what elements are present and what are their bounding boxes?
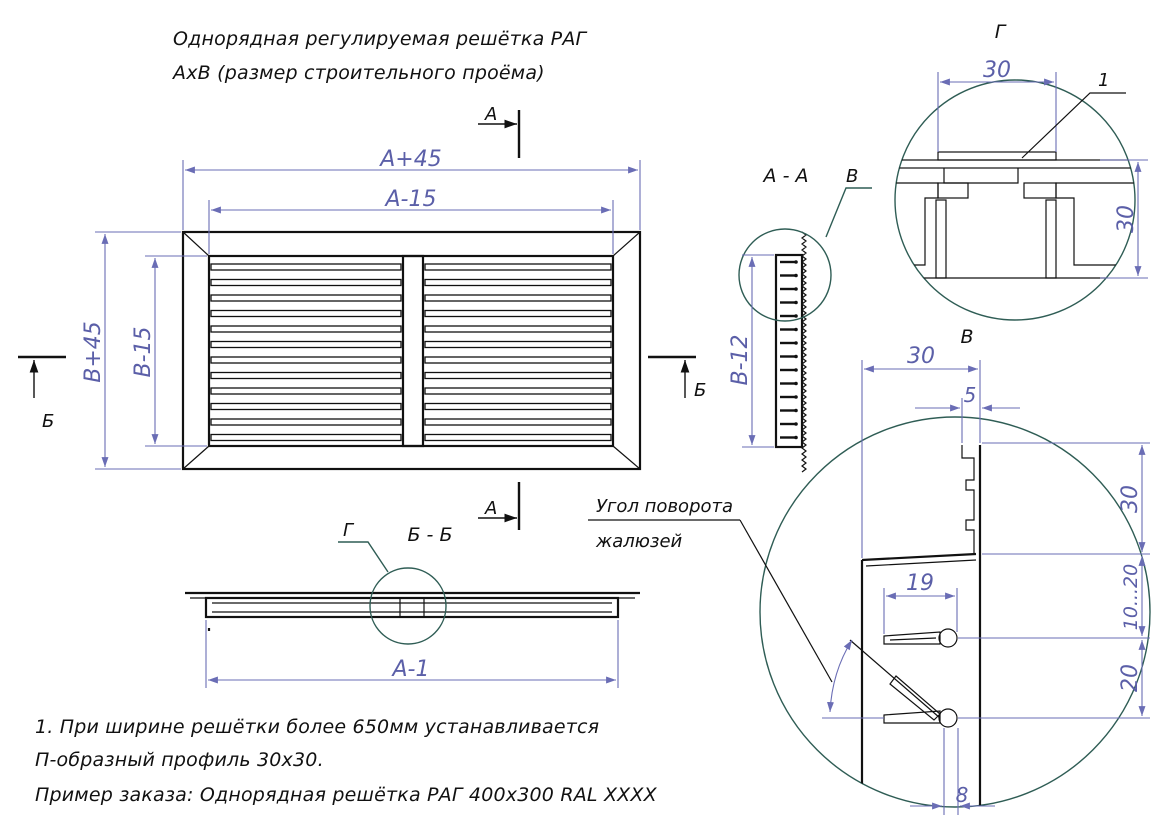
louver-blade — [210, 402, 402, 411]
louver-blade — [424, 433, 612, 442]
louver-blade — [210, 418, 402, 426]
louver-blade — [424, 418, 612, 426]
section-aa-blades — [780, 231, 807, 473]
dim-b-minus-12: В-12 — [728, 334, 753, 385]
louver-blade — [424, 402, 612, 411]
louver-blade — [210, 340, 402, 349]
detail-g-leader-label: 1 — [1098, 70, 1109, 91]
section-serrated-edge — [801, 231, 807, 473]
louver-blade — [424, 278, 612, 287]
section-blade-pivot — [794, 395, 798, 399]
detail-g-view: Г 30 30 1 — [894, 21, 1148, 321]
detail-v-dim-30-right: 30 — [1118, 485, 1143, 513]
grille-inner-frame — [207, 254, 615, 448]
section-blade-pivot — [794, 314, 798, 318]
section-aa-view: А - А В В-12 — [728, 165, 872, 473]
section-blade-pivot — [794, 381, 798, 386]
louver-blade — [210, 325, 402, 333]
dim-a-minus-1: А-1 — [391, 657, 430, 682]
section-a-marker-bottom: А — [484, 498, 497, 519]
section-a-marker-top: А — [484, 104, 497, 125]
section-blade-pivot — [794, 354, 798, 359]
grille-outer-frame — [181, 230, 642, 471]
detail-g-dim-height: 30 — [1114, 205, 1139, 233]
section-bb-title: Б - Б — [407, 524, 452, 546]
louver-blade — [424, 387, 612, 395]
louver-blade — [424, 309, 612, 318]
louver-blades — [210, 263, 612, 442]
callout-v-label: В — [846, 166, 858, 187]
angle-label-line2: жалюзей — [595, 531, 683, 552]
section-blade-pivot — [794, 287, 798, 291]
note-line2: П-образный профиль 30х30. — [35, 749, 324, 771]
louver-blade — [210, 356, 402, 364]
section-blade-pivot — [794, 341, 798, 345]
section-b-marker-left: Б — [42, 411, 54, 432]
drawing-title-line2: АхВ (размер строительного проёма) — [173, 62, 545, 84]
front-view: А+45 А-15 В+45 В-15 А А Б Б — [18, 104, 706, 530]
louver-blade — [424, 325, 612, 333]
dim-outer-width: А+45 — [378, 147, 441, 172]
bottom-view: Б - Б Г А-1 — [185, 520, 640, 688]
section-blade-pivot — [794, 300, 798, 305]
louver-blade — [210, 387, 402, 395]
dim-inner-width: А-15 — [384, 187, 437, 212]
detail-v-callout-circle — [738, 228, 832, 322]
section-b-marker-right: Б — [694, 380, 706, 401]
louver-blade — [210, 371, 402, 380]
detail-v-dim-30-top: 30 — [907, 344, 935, 369]
detail-v-dim-5: 5 — [964, 383, 977, 407]
louver-blade — [210, 309, 402, 318]
louver-blade — [210, 278, 402, 287]
detail-v-dim-19: 19 — [906, 571, 934, 596]
detail-g-circle — [894, 79, 1136, 321]
angle-label-line1: Угол поворота — [596, 496, 733, 517]
section-blade-pivot — [794, 327, 798, 332]
louver-blade — [424, 340, 612, 349]
section-blade-pivot — [794, 368, 798, 372]
detail-v-dim-20: 20 — [1118, 664, 1143, 692]
detail-g-callout-circle — [369, 567, 447, 645]
note-line3: Пример заказа: Однорядная решётка РАГ 40… — [35, 784, 657, 806]
section-blade-pivot — [794, 408, 798, 413]
section-blade-pivot — [794, 260, 798, 264]
louver-blade — [424, 263, 612, 271]
louver-blade — [210, 294, 402, 302]
louver-blade — [424, 294, 612, 302]
louver-blade — [210, 263, 402, 271]
detail-v-dim-8: 8 — [956, 783, 969, 807]
detail-g-dim-width: 30 — [983, 58, 1011, 83]
louver-blade — [424, 356, 612, 364]
section-blade-pivot — [794, 422, 798, 426]
center-divider — [401, 254, 425, 448]
detail-v-circle — [759, 416, 1151, 808]
detail-v-dim-10-20: 10...20 — [1120, 564, 1142, 630]
detail-v-view: В 30 5 — [588, 326, 1151, 815]
detail-g-title: Г — [995, 21, 1007, 43]
drawing-title-line1: Однорядная регулируемая решётка РАГ — [173, 28, 587, 50]
note-line1: 1. При ширине решётки более 650мм устана… — [35, 716, 600, 738]
louver-blade — [424, 371, 612, 380]
section-blade-pivot — [794, 273, 798, 278]
dim-inner-height: В-15 — [131, 326, 156, 377]
section-aa-title: А - А — [762, 165, 809, 187]
dim-outer-height: В+45 — [81, 321, 106, 383]
callout-g-label: Г — [343, 520, 355, 541]
detail-v-title: В — [960, 326, 973, 348]
louver-blade — [210, 433, 402, 442]
section-blade-pivot — [794, 435, 798, 440]
